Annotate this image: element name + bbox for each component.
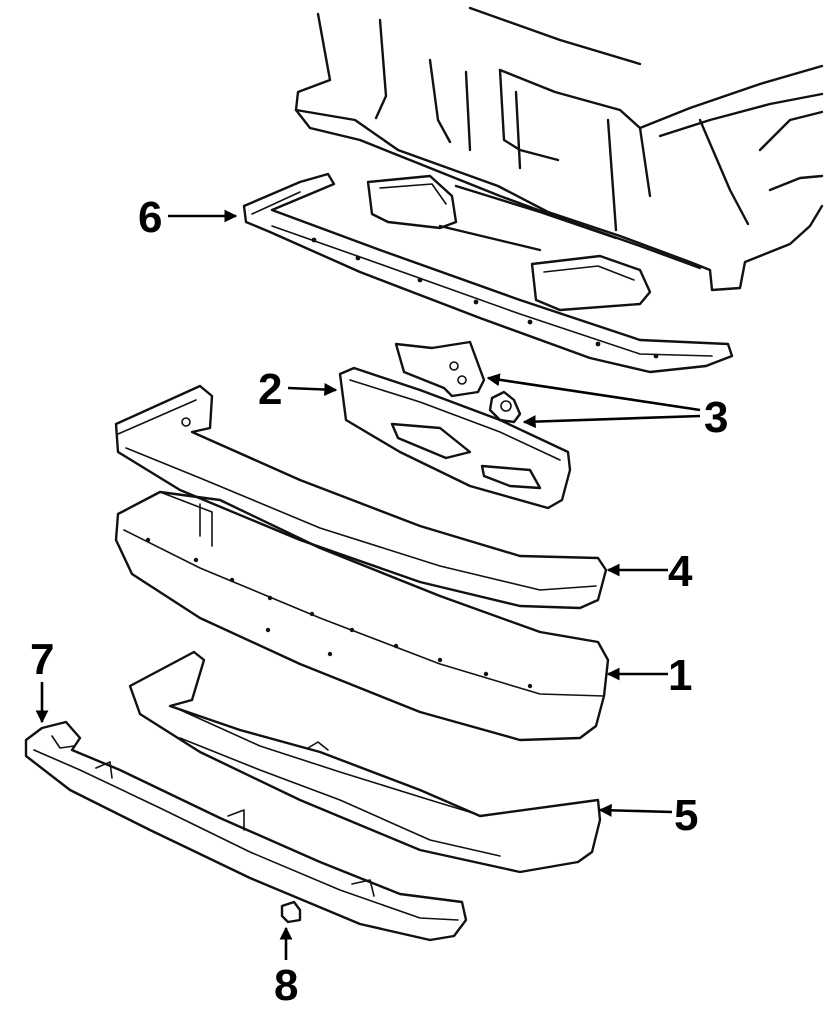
part-1-bumper [114,490,610,742]
arrow-2 [287,383,338,397]
arrow-3b [522,414,701,429]
arrow-5 [598,803,673,817]
callout-4: 4 [668,547,693,596]
part-8-clip [280,900,302,924]
callout-7: 7 [30,635,54,684]
callout-arrows [35,209,701,960]
part-5-valance [128,650,602,874]
callout-5: 5 [674,791,698,840]
part-2-trim [338,366,572,510]
callout-3: 3 [704,393,728,442]
vehicle-body [294,6,824,312]
arrow-3a [486,373,701,412]
callout-8: 8 [274,961,298,1010]
callout-labels: 6 2 3 4 1 5 7 8 [30,193,728,1010]
part-4-bumper-cover [114,384,608,610]
part-7-deflector [24,720,468,942]
part-6-reinforcement [242,172,734,374]
part-3-brackets [394,340,522,424]
callout-1: 1 [668,651,692,700]
callout-6: 6 [138,193,162,242]
callout-2: 2 [258,365,282,414]
